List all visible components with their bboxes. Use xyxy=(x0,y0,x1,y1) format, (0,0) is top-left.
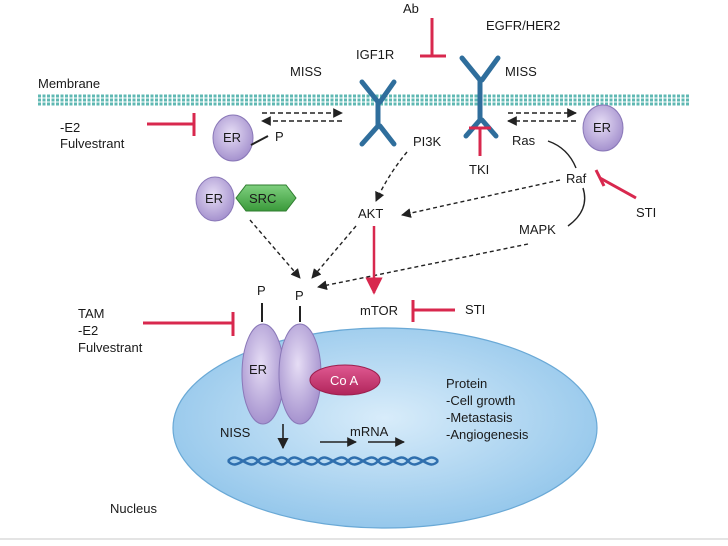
niss-label: NISS xyxy=(220,425,251,440)
protein-item-cell-growth: -Cell growth xyxy=(446,393,515,408)
phospho-membrane-label: P xyxy=(275,129,284,144)
er-membrane-left-label: ER xyxy=(223,130,241,145)
akt-to-er-arrow xyxy=(311,225,357,279)
protein-title: Protein xyxy=(446,376,487,391)
mtor-label: mTOR xyxy=(360,303,398,318)
er-src-label: ER xyxy=(205,191,223,206)
egfr-label: EGFR/HER2 xyxy=(486,18,560,33)
phospho-right-label: P xyxy=(295,288,304,303)
e2-label: -E2 xyxy=(60,120,80,135)
e2-fulvestrant-inhibitor-icon xyxy=(147,113,196,136)
tki-label: TKI xyxy=(469,162,489,177)
sti-mtor-label: STI xyxy=(465,302,485,317)
tki-inhibitor-icon xyxy=(469,126,491,156)
tam-e2-label: -E2 xyxy=(78,323,98,338)
src-icon xyxy=(235,184,297,212)
akt-label: AKT xyxy=(358,206,383,221)
ab-inhibitor-icon xyxy=(420,18,446,58)
ras-to-raf-connector xyxy=(547,140,577,169)
sti-mtor-inhibitor-icon xyxy=(411,300,455,322)
coactivator xyxy=(309,364,381,396)
src-label: SRC xyxy=(249,191,276,206)
fulvestrant-label: Fulvestrant xyxy=(60,136,125,151)
membrane-label: Membrane xyxy=(38,76,100,91)
nucleus-label: Nucleus xyxy=(110,501,157,516)
miss-left-label: MISS xyxy=(290,64,322,79)
ras-label: Ras xyxy=(512,133,536,148)
miss-right-label: MISS xyxy=(505,64,537,79)
tam-fulvestrant-label: Fulvestrant xyxy=(78,340,143,355)
dna-helix-icon xyxy=(227,456,439,466)
phospho-bond xyxy=(250,135,269,146)
er-src-complex xyxy=(195,176,235,222)
mapk-to-er-arrow xyxy=(317,243,529,291)
pi3k-label: PI3K xyxy=(413,134,442,149)
cell-membrane xyxy=(38,94,690,106)
protein-item-angiogenesis: -Angiogenesis xyxy=(446,427,529,442)
coa-label: Co A xyxy=(330,373,359,388)
raf-to-akt-arrow xyxy=(401,179,561,218)
protein-item-metastasis: -Metastasis xyxy=(446,410,513,425)
ab-label: Ab xyxy=(403,1,419,16)
igf1r-receptor-icon xyxy=(359,79,397,147)
raf-label: Raf xyxy=(566,171,587,186)
raf-to-mapk-connector xyxy=(567,187,586,227)
mapk-label: MAPK xyxy=(519,222,556,237)
er-membrane-right-label: ER xyxy=(593,120,611,135)
phospho-left-label: P xyxy=(257,283,266,298)
er-membrane-left xyxy=(212,114,254,162)
tam-inhibitor-icon xyxy=(143,312,235,336)
igf1r-label: IGF1R xyxy=(356,47,394,62)
pi3k-to-akt-arrow xyxy=(375,151,408,202)
tam-label: TAM xyxy=(78,306,104,321)
er-membrane-right xyxy=(582,104,624,152)
sti-raf-label: STI xyxy=(636,205,656,220)
mrna-label: mRNA xyxy=(350,424,389,439)
sti-raf-inhibitor-icon xyxy=(594,169,637,200)
er-nuclear-label: ER xyxy=(249,362,267,377)
src-to-er-arrow xyxy=(249,219,301,279)
